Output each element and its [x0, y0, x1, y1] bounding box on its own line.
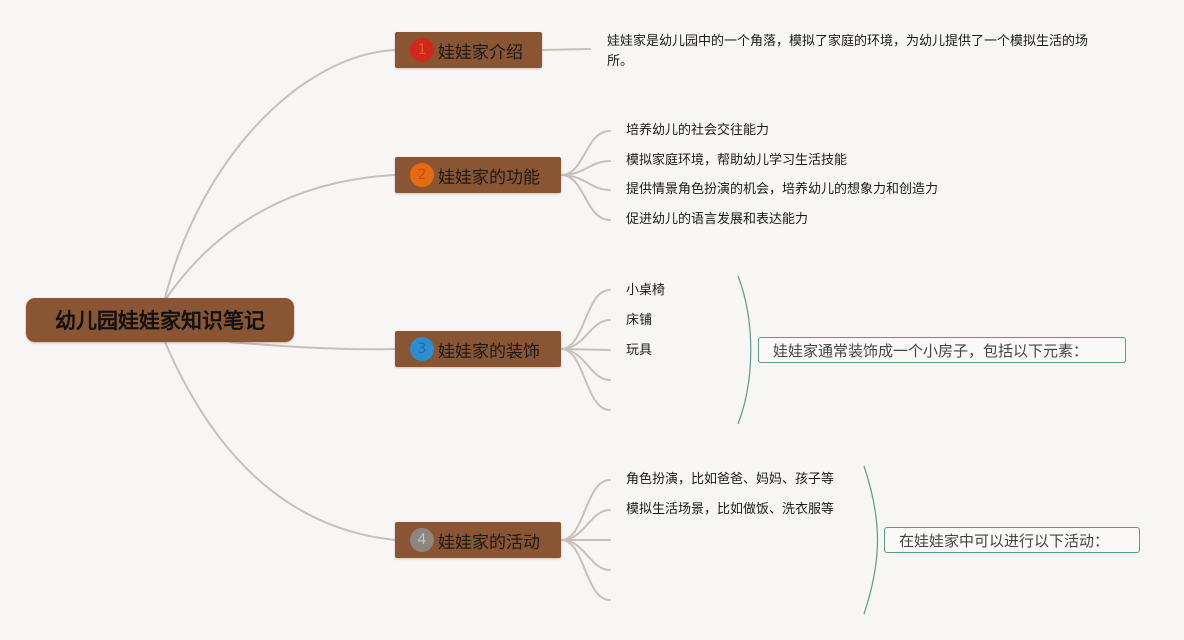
- decoration-item[interactable]: 小桌椅: [626, 283, 666, 298]
- number-badge-3: 3: [410, 337, 434, 361]
- connector-b3-leaf2: [560, 319, 611, 350]
- connector-b3-leaf1: [560, 289, 611, 350]
- branch-functions[interactable]: 2 娃娃家的功能: [395, 157, 561, 193]
- branch-intro-label: 娃娃家介绍: [438, 42, 523, 63]
- activity-summary[interactable]: 在娃娃家中可以进行以下活动：: [884, 527, 1140, 553]
- connector-root-branch-1: [164, 49, 396, 299]
- function-item[interactable]: 培养幼儿的社会交往能力: [626, 123, 770, 138]
- activity-item[interactable]: 角色扮演，比如爸爸、妈妈、孩子等: [626, 472, 835, 487]
- number-badge-2: 2: [410, 163, 434, 187]
- decoration-item[interactable]: 床铺: [626, 313, 653, 328]
- branch-activities[interactable]: 4 娃娃家的活动: [395, 522, 561, 558]
- branch-activities-label: 娃娃家的活动: [438, 532, 540, 553]
- number-badge-4: 4: [410, 528, 434, 552]
- connector-b3-leaf4: [560, 348, 611, 381]
- root-topic-label: 幼儿园娃娃家知识笔记: [55, 309, 265, 333]
- connector-b4-leaf2: [560, 509, 611, 541]
- intro-description[interactable]: 娃娃家是幼儿园中的一个角落，模拟了家庭的环境，为幼儿提供了一个模拟生活的场所。: [607, 34, 1089, 69]
- root-topic[interactable]: 幼儿园娃娃家知识笔记: [26, 298, 294, 342]
- function-item[interactable]: 促进幼儿的语言发展和表达能力: [626, 212, 809, 227]
- connector-b3-leaf5: [560, 348, 611, 411]
- function-item[interactable]: 提供情景角色扮演的机会，培养幼儿的想象力和创造力: [626, 182, 939, 197]
- branch-intro[interactable]: 1 娃娃家介绍: [395, 32, 542, 68]
- connector-root-branch-4: [164, 341, 396, 541]
- summary-bracket-decor: [737, 275, 752, 425]
- summary-bracket-activity: [863, 465, 879, 615]
- connector-b3-leaf3: [560, 348, 611, 351]
- function-item[interactable]: 模拟家庭环境，帮助幼儿学习生活技能: [626, 153, 848, 168]
- connector-b4-leaf1: [560, 479, 611, 541]
- connector-branch1-text: [541, 48, 591, 51]
- branch-decoration-label: 娃娃家的装饰: [438, 341, 540, 362]
- connector-root-branch-3: [229, 341, 396, 351]
- activity-item[interactable]: 模拟生活场景，比如做饭、洗衣服等: [626, 502, 835, 517]
- decoration-summary[interactable]: 娃娃家通常装饰成一个小房子，包括以下元素：: [758, 337, 1126, 363]
- branch-functions-label: 娃娃家的功能: [438, 167, 540, 188]
- connector-root-branch-2: [164, 174, 396, 301]
- connector-b2-leaf4: [560, 174, 611, 221]
- number-badge-1: 1: [410, 38, 434, 62]
- connector-b4-leaf4: [560, 539, 611, 571]
- decoration-item[interactable]: 玩具: [626, 343, 653, 358]
- branch-decoration[interactable]: 3 娃娃家的装饰: [395, 331, 561, 367]
- connector-b4-leaf5: [560, 539, 611, 601]
